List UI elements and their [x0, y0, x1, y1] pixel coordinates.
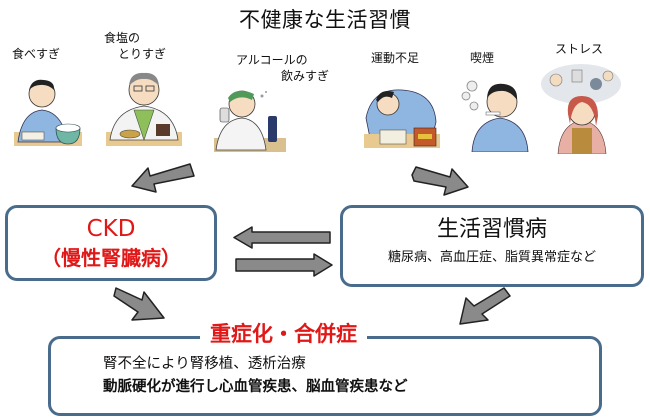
- ckd-subtitle: （慢性腎臓病）: [41, 246, 181, 270]
- habit-label-alcohol-line2: 飲みすぎ: [281, 69, 330, 83]
- arrow-habits-to-ckd-icon: [128, 162, 200, 194]
- salt-intake-illustration-icon: [104, 66, 184, 148]
- smoking-illustration-icon: [460, 72, 532, 152]
- arrow-lifestyle-to-ckd-icon: [232, 226, 332, 250]
- diagram-title: 不健康な生活習慣: [239, 8, 411, 32]
- ckd-title: CKD: [86, 216, 136, 242]
- arrow-habits-to-lifestyle-icon: [410, 165, 472, 197]
- ckd-box: CKD （慢性腎臓病）: [5, 205, 217, 281]
- lifestyle-disease-title: 生活習慣病: [436, 217, 547, 242]
- stress-illustration-icon: [540, 62, 622, 154]
- alcohol-illustration-icon: [212, 86, 288, 154]
- habit-label-exercise: 運動不足: [371, 51, 420, 65]
- habit-label-smoking: 喫煙: [470, 51, 495, 65]
- lifestyle-disease-box: 生活習慣病 糖尿病、高血圧症、脂質異常症など: [340, 205, 644, 287]
- habit-label-salt-line1: 食塩の: [104, 31, 141, 45]
- arrow-ckd-to-severity-icon: [112, 286, 168, 324]
- habit-label-stress: ストレス: [555, 42, 604, 56]
- arrow-ckd-to-lifestyle-icon: [234, 252, 334, 278]
- severity-complications-box: 腎不全により腎移植、透析治療 動脈硬化が進行し心血管疾患、脳血管疾患など: [48, 336, 602, 416]
- habit-label-alcohol-line1: アルコールの: [236, 53, 308, 67]
- habit-label-salt-line2: とりすぎ: [118, 47, 167, 61]
- habit-label-overeating: 食べすぎ: [12, 47, 61, 61]
- overeating-illustration-icon: [12, 72, 84, 148]
- lifestyle-disease-examples: 糖尿病、高血圧症、脂質異常症など: [387, 250, 596, 265]
- severity-line-arteriosclerosis: 動脈硬化が進行し心血管疾患、脳血管疾患など: [103, 379, 408, 395]
- severity-line-kidney: 腎不全により腎移植、透析治療: [103, 356, 306, 372]
- lack-of-exercise-illustration-icon: [362, 78, 442, 150]
- severity-complications-title: 重症化・合併症: [200, 318, 367, 348]
- arrow-lifestyle-to-severity-icon: [458, 286, 512, 328]
